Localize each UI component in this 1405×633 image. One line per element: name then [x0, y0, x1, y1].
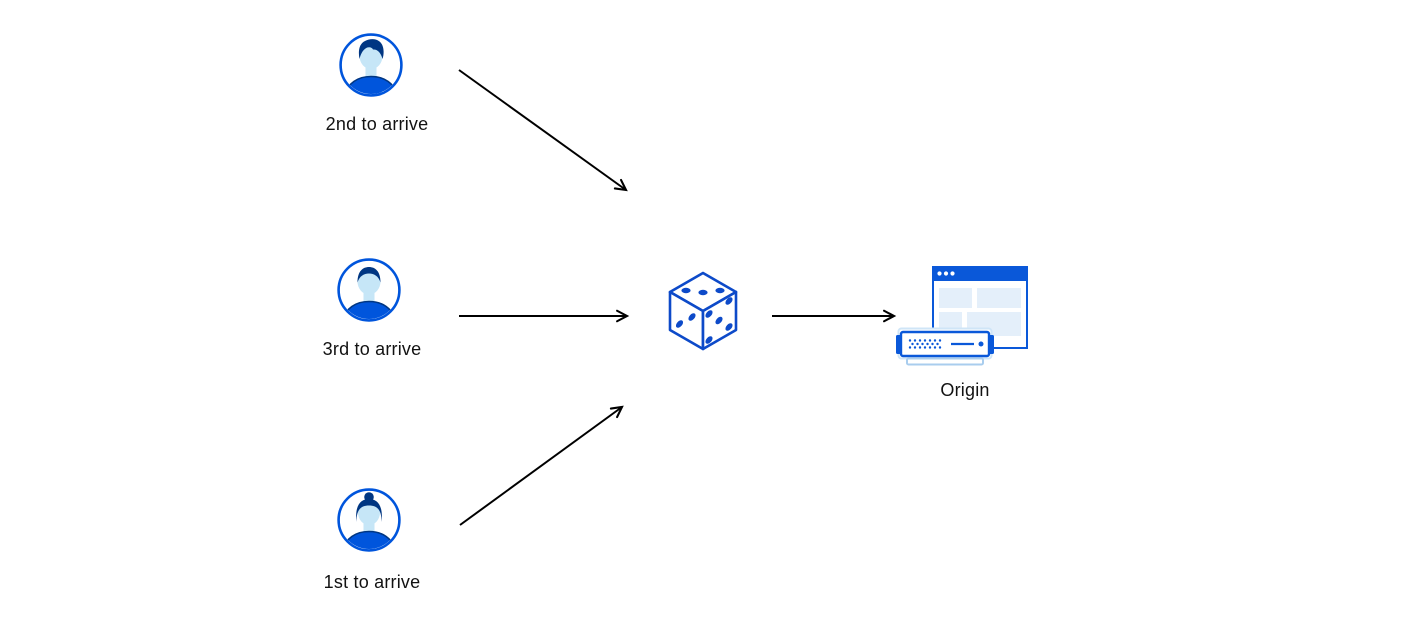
arrow-client2-to-dice — [458, 69, 628, 192]
origin-node — [895, 264, 1030, 368]
male-avatar-icon — [337, 258, 401, 322]
female-avatar-bun-icon — [337, 488, 401, 552]
client-3rd-label: 3rd to arrive — [322, 339, 422, 359]
client-1st-label: 1st to arrive — [323, 572, 421, 592]
male-avatar-quiff-icon — [339, 33, 403, 97]
arrow-client1-to-dice — [459, 405, 624, 526]
client-3rd-to-arrive — [337, 258, 401, 322]
dice-icon — [668, 271, 738, 351]
client-1st-to-arrive — [337, 488, 401, 552]
origin-icons — [896, 266, 1028, 366]
origin-label: Origin — [940, 380, 990, 400]
random-selector — [668, 270, 738, 352]
server-icon — [896, 327, 994, 366]
client-2nd-label: 2nd to arrive — [325, 114, 429, 134]
client-2nd-to-arrive — [339, 33, 403, 97]
